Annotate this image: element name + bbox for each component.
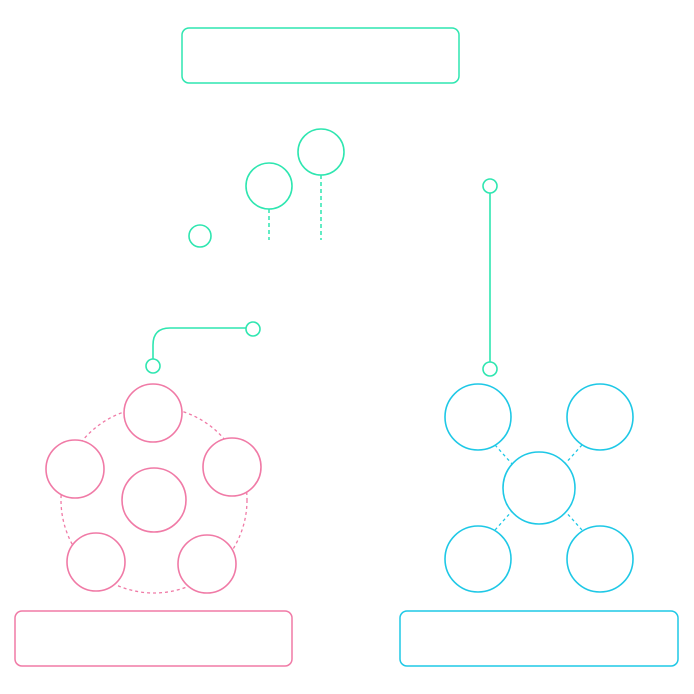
- cyan-node-center: [502, 451, 576, 525]
- cyan-link-top-left: [494, 444, 514, 466]
- pink-node-right: [202, 437, 262, 497]
- small-green-node: [188, 224, 212, 248]
- cyan-link-top-right: [563, 444, 583, 466]
- right-box: [399, 610, 679, 667]
- cyan-node-top-left: [444, 383, 512, 451]
- cyan-node-top-right: [566, 383, 634, 451]
- pink-node-bottom-right: [177, 534, 237, 594]
- top-box: [181, 27, 460, 84]
- right-connector-end-bottom: [482, 361, 498, 377]
- right-connector-end-top: [482, 178, 498, 194]
- left-curved-connector: [152, 327, 246, 359]
- large-green-node: [297, 128, 345, 176]
- left-connector-end-bottom: [145, 358, 161, 374]
- cyan-link-bottom-right: [563, 509, 583, 531]
- pink-node-left: [45, 439, 105, 499]
- pink-dashed-ring: [60, 406, 248, 594]
- medium-green-node: [245, 162, 293, 210]
- pink-node-bottom-left: [66, 532, 126, 592]
- left-box: [14, 610, 293, 667]
- left-connector-end-right: [245, 321, 261, 337]
- pink-node-top: [123, 383, 183, 443]
- pink-node-center: [121, 467, 187, 533]
- cyan-node-bottom-right: [566, 525, 634, 593]
- cyan-node-bottom-left: [444, 525, 512, 593]
- cyan-link-bottom-left: [494, 509, 514, 531]
